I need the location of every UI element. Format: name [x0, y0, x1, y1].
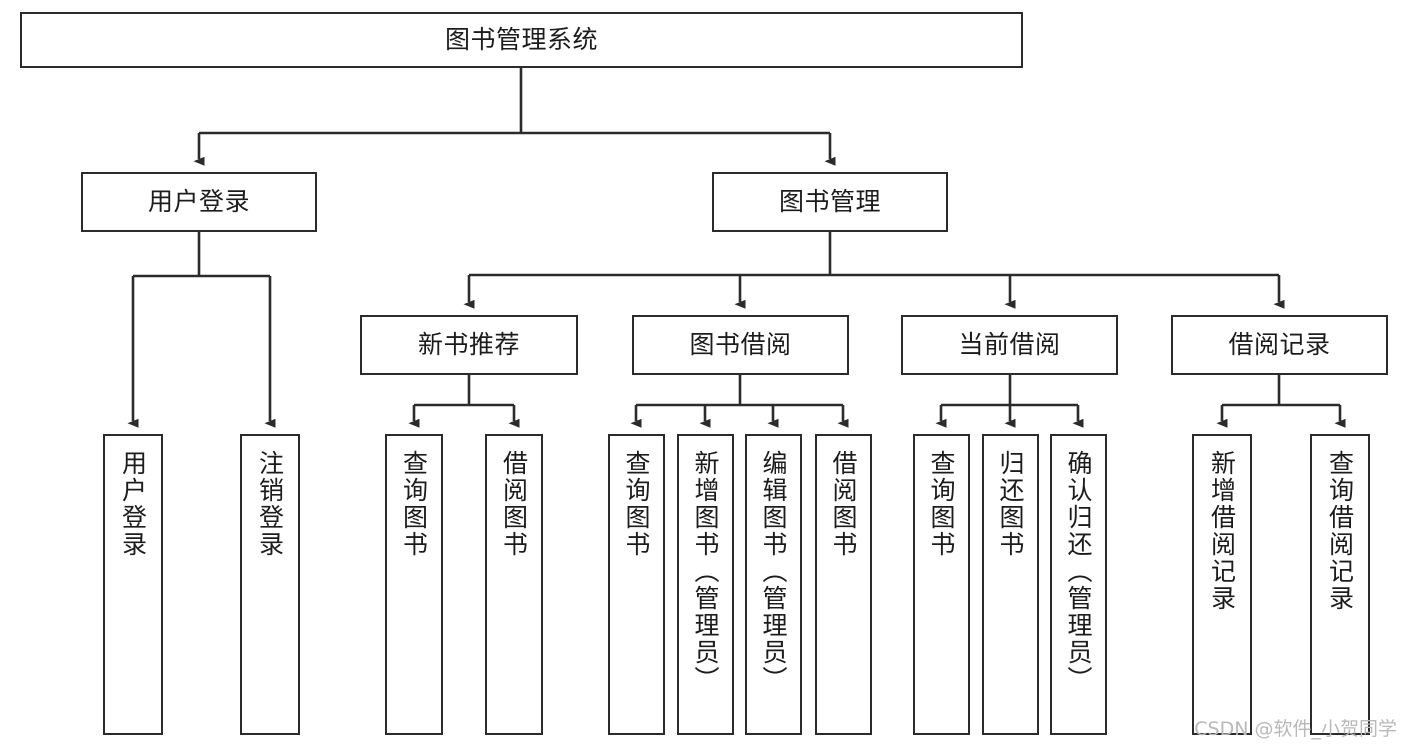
node-label: 归还图书: [996, 450, 1025, 558]
node-label: 查询图书: [399, 450, 429, 558]
node-leaf-query-book-recommend[interactable]: 查询图书: [385, 434, 443, 735]
node-label: 查询图书: [927, 450, 956, 558]
node-leaf-borrow-book[interactable]: 借阅图书: [815, 434, 872, 735]
node-label: 当前借阅: [958, 329, 1061, 359]
node-book-manage[interactable]: 图书管理: [712, 172, 948, 232]
node-book-borrow[interactable]: 图书借阅: [632, 315, 849, 375]
node-label: 借阅图书: [829, 450, 858, 558]
node-user-login[interactable]: 用户登录: [81, 172, 317, 232]
node-leaf-confirm-return[interactable]: 确认归还（管理员）: [1050, 434, 1107, 735]
node-label: 用户登录: [118, 450, 148, 558]
node-borrow-record[interactable]: 借阅记录: [1171, 315, 1388, 375]
node-root-system[interactable]: 图书管理系统: [20, 12, 1023, 68]
node-new-book-recommend[interactable]: 新书推荐: [360, 315, 578, 375]
node-leaf-borrow-book-recommend[interactable]: 借阅图书: [485, 434, 543, 735]
node-label: 用户登录: [147, 186, 250, 216]
node-label: 新书推荐: [417, 329, 520, 359]
node-leaf-user-login[interactable]: 用户登录: [103, 434, 163, 735]
node-label: 新增图书（管理员）: [691, 450, 720, 693]
node-label: 注销登录: [255, 450, 285, 558]
node-leaf-add-book[interactable]: 新增图书（管理员）: [677, 434, 734, 735]
node-label: 借阅记录: [1228, 329, 1331, 359]
node-leaf-user-logout[interactable]: 注销登录: [240, 434, 300, 735]
node-label: 图书借阅: [689, 329, 792, 359]
node-label: 图书管理: [778, 186, 881, 216]
node-label: 编辑图书（管理员）: [759, 450, 788, 693]
node-label: 查询图书: [622, 450, 651, 558]
node-leaf-query-book-borrow[interactable]: 查询图书: [608, 434, 665, 735]
node-leaf-query-book-current[interactable]: 查询图书: [913, 434, 970, 735]
node-leaf-add-borrow-record[interactable]: 新增借阅记录: [1192, 434, 1252, 735]
node-leaf-edit-book[interactable]: 编辑图书（管理员）: [745, 434, 802, 735]
node-label: 确认归还（管理员）: [1064, 450, 1093, 693]
node-leaf-query-borrow-record[interactable]: 查询借阅记录: [1310, 434, 1370, 735]
node-label: 借阅图书: [499, 450, 529, 558]
node-leaf-return-book[interactable]: 归还图书: [982, 434, 1039, 735]
node-current-borrow[interactable]: 当前借阅: [901, 315, 1118, 375]
node-label: 新增借阅记录: [1207, 450, 1237, 612]
node-label: 图书管理系统: [444, 24, 598, 54]
node-label: 查询借阅记录: [1325, 450, 1355, 612]
